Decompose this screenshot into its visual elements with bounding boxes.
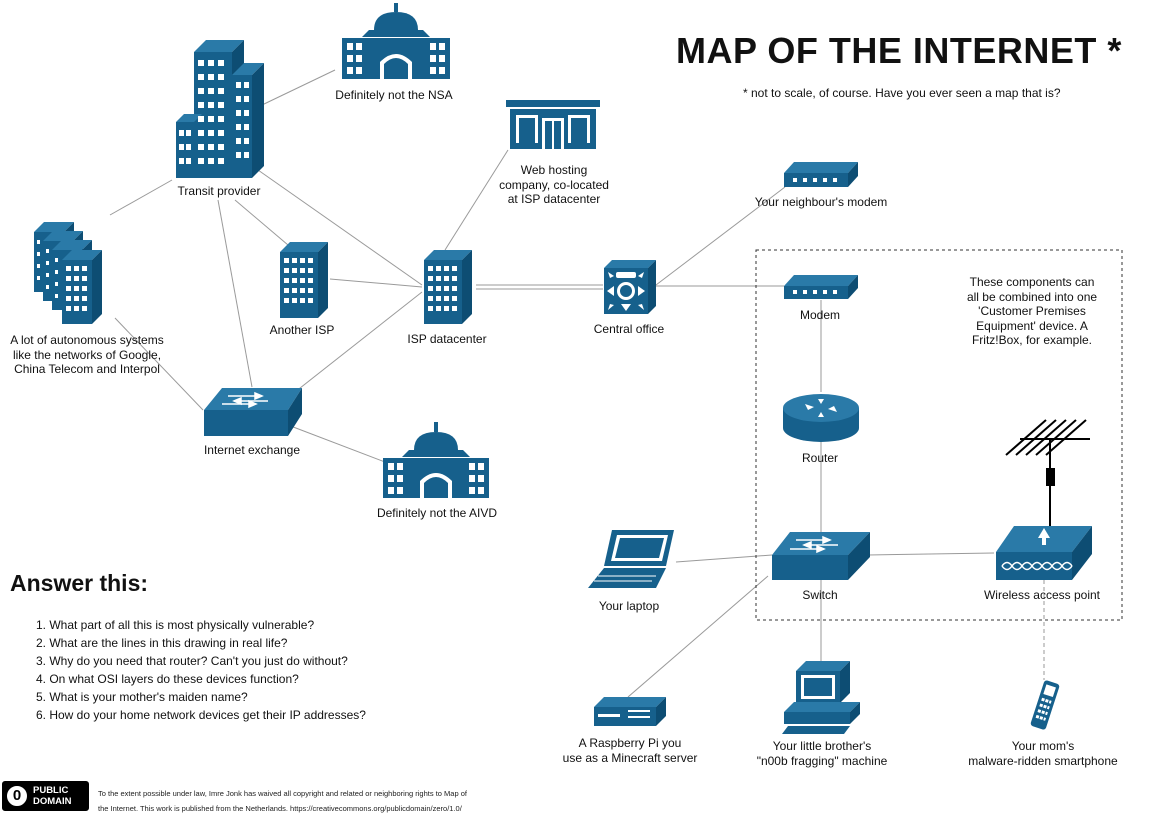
link-switch-pi <box>627 575 769 698</box>
license-line-2: the Internet. This work is published fro… <box>98 804 462 813</box>
license-line-1: To the extent possible under law, Imre J… <box>98 789 467 798</box>
neighbour-modem-icon <box>784 162 858 187</box>
label-neighbour-modem: Your neighbour's modem <box>754 195 888 209</box>
page-title: MAP OF THE INTERNET * <box>676 30 1122 71</box>
label-wireless-access-point: Wireless access point <box>983 588 1101 602</box>
cpe-boundary <box>755 249 1123 621</box>
internet-exchange-switch-icon <box>204 388 302 436</box>
link-transit-anotherisp <box>234 199 289 246</box>
link-switch-wap <box>867 552 995 556</box>
badge-line-2: DOMAIN <box>33 796 72 807</box>
link-transit-ispdc <box>257 169 423 286</box>
cpe-note: These components can all be combined int… <box>966 275 1098 347</box>
question-item: 6. How do your home network devices get … <box>36 708 366 722</box>
public-domain-badge[interactable]: 0 PUBLIC DOMAIN <box>2 781 89 811</box>
questions-heading: Answer this: <box>10 570 149 596</box>
raspberry-pi-server-icon <box>594 697 666 726</box>
question-item: 3. Why do you need that router? Can't yo… <box>36 654 348 668</box>
link-ix-aivd <box>287 424 386 463</box>
label-router: Router <box>801 451 839 465</box>
isp-datacenter-building-icon <box>424 250 472 324</box>
question-item: 5. What is your mother's maiden name? <box>36 690 248 704</box>
link-transit-ix <box>217 199 253 388</box>
link-ispdc-webhosting <box>444 149 509 251</box>
page-subtitle: * not to scale, of course. Have you ever… <box>743 86 1061 100</box>
link-transit-autonomous <box>109 179 173 216</box>
link-ix-ispdc <box>294 291 423 393</box>
cc-zero-icon: 0 <box>6 785 28 807</box>
question-item: 1. What part of all this is most physica… <box>36 618 315 632</box>
modem-icon <box>784 275 858 299</box>
transit-skyscraper-icon <box>176 40 264 178</box>
link-switch-laptop <box>675 554 773 563</box>
label-switch: Switch <box>802 588 838 602</box>
laptop-icon <box>588 530 674 588</box>
nsa-building-icon <box>342 3 450 79</box>
aivd-building-icon <box>383 422 489 498</box>
webhosting-storefront-icon <box>506 100 600 149</box>
link-transit-nsa <box>261 69 336 106</box>
central-office-exchange-icon <box>604 260 656 314</box>
label-central-office: Central office <box>593 322 665 336</box>
label-raspberry-pi: A Raspberry Pi you use as a Minecraft se… <box>562 736 698 765</box>
question-item: 4. On what OSI layers do these devices f… <box>36 672 299 686</box>
autonomous-systems-cluster-icon <box>34 222 102 324</box>
link-autonomous-ix <box>114 317 204 411</box>
link-anotherisp-ispdc <box>329 278 423 288</box>
connection-lines <box>109 69 1045 698</box>
questions-list: 1. What part of all this is most physica… <box>36 616 366 724</box>
label-aivd: Definitely not the AIVD <box>376 506 498 520</box>
smartphone-icon <box>1030 680 1060 730</box>
badge-text: PUBLIC DOMAIN <box>33 785 72 807</box>
label-isp-datacenter: ISP datacenter <box>407 332 487 346</box>
router-icon <box>783 394 859 442</box>
label-autonomous-systems: A lot of autonomous systems like the net… <box>10 333 164 376</box>
label-another-isp: Another ISP <box>269 323 335 337</box>
label-brother-machine: Your little brother's "n00b fragging" ma… <box>756 739 888 768</box>
label-smartphone: Your mom's malware-ridden smartphone <box>968 739 1118 768</box>
desktop-computer-icon <box>782 661 860 734</box>
question-item: 2. What are the lines in this drawing in… <box>36 636 288 650</box>
label-transit-provider: Transit provider <box>177 184 261 198</box>
switch-icon <box>772 532 870 580</box>
label-web-hosting: Web hosting company, co-located at ISP d… <box>499 163 609 206</box>
wireless-access-point-icon <box>996 419 1092 580</box>
label-nsa: Definitely not the NSA <box>335 88 453 102</box>
label-modem: Modem <box>799 308 840 322</box>
badge-line-1: PUBLIC <box>33 785 69 796</box>
another-isp-building-icon <box>280 242 328 318</box>
label-internet-exchange: Internet exchange <box>203 443 301 457</box>
license-text: To the extent possible under law, Imre J… <box>98 786 488 816</box>
link-central-neighbour <box>655 186 786 286</box>
label-laptop: Your laptop <box>598 599 660 613</box>
